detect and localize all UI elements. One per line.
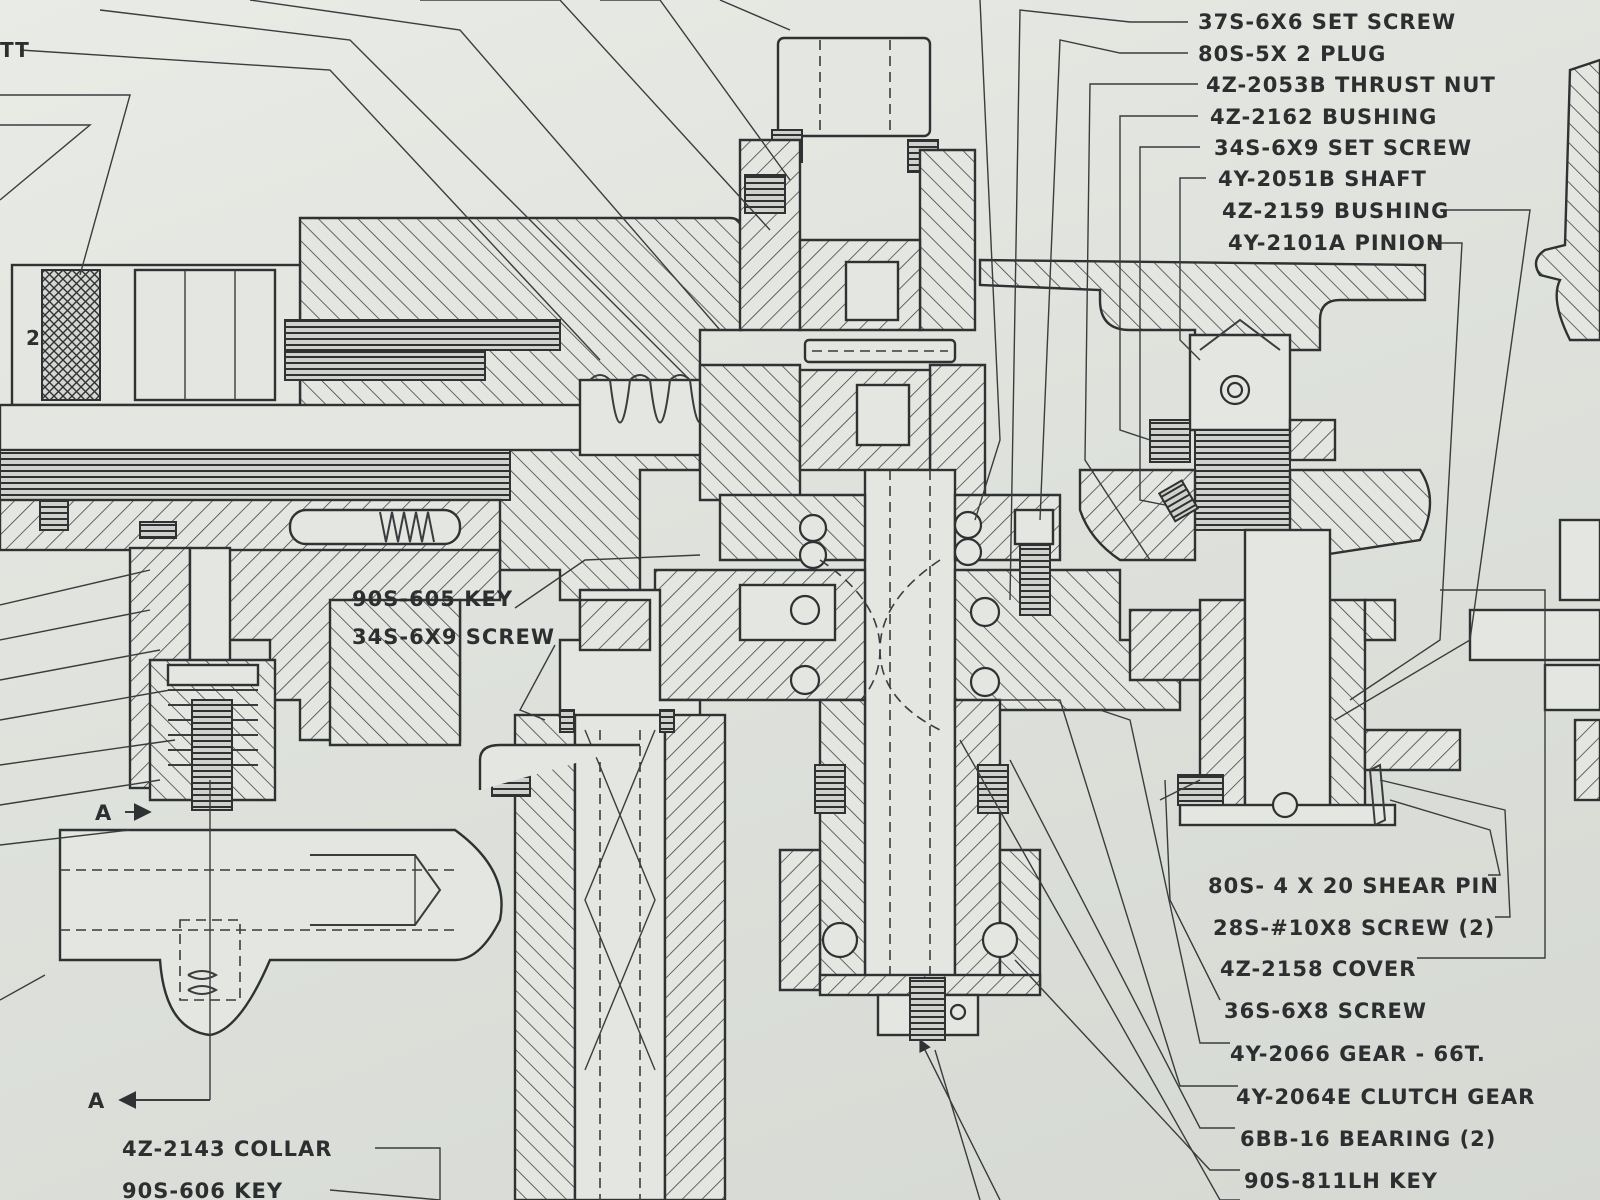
center-column [478, 588, 727, 1200]
label-plug-80s: 80S-5X 2 PLUG [1198, 42, 1386, 66]
spindle-shaft [863, 468, 957, 992]
label-gear-66t: 4Y-2066 GEAR - 66T. [1230, 1042, 1486, 1066]
label-screw-34s: 34S-6X9 SCREW [352, 625, 555, 649]
label-partial-tt: TT [0, 38, 30, 62]
section-marker-a-lower: A [88, 1089, 105, 1113]
label-key-605: 90S-605 KEY [352, 587, 513, 611]
callout-labels: 37S-6X6 SET SCREW 80S-5X 2 PLUG 4Z-2053B… [0, 10, 1535, 1200]
label-key-811: 90S-811LH KEY [1244, 1169, 1438, 1193]
label-partial-2: 2 [26, 326, 41, 350]
right-pinion-assembly [978, 258, 1462, 827]
label-shaft: 4Y-2051B SHAFT [1218, 167, 1427, 191]
label-pinion: 4Y-2101A PINION [1228, 231, 1444, 255]
label-collar: 4Z-2143 COLLAR [122, 1137, 332, 1161]
far-right-partial [1468, 58, 1600, 802]
label-cover: 4Z-2158 COVER [1220, 957, 1416, 981]
label-bearing: 6BB-16 BEARING (2) [1240, 1127, 1496, 1151]
leader-lines [0, 0, 1546, 1200]
left-feed-assembly [0, 216, 792, 1100]
label-bushing-2159: 4Z-2159 BUSHING [1222, 199, 1449, 223]
plunger [191, 699, 233, 811]
label-thrust-nut: 4Z-2053B THRUST NUT [1206, 73, 1496, 97]
knurled-knob [41, 269, 101, 401]
label-bushing-2162: 4Z-2162 BUSHING [1210, 105, 1437, 129]
lead-screw [0, 449, 511, 501]
section-marker-a-upper: A [95, 801, 112, 825]
label-shear-pin: 80S- 4 X 20 SHEAR PIN [1208, 874, 1499, 898]
label-set-screw-37s: 37S-6X6 SET SCREW [1198, 10, 1456, 34]
label-set-screw-34s: 34S-6X9 SET SCREW [1214, 136, 1472, 160]
label-key-606: 90S-606 KEY [122, 1179, 283, 1200]
label-clutch-gear: 4Y-2064E CLUTCH GEAR [1236, 1085, 1535, 1109]
label-screw-36s: 36S-6X8 SCREW [1224, 999, 1427, 1023]
label-screw-28s: 28S-#10X8 SCREW (2) [1213, 916, 1495, 940]
center-spindle-assembly [653, 36, 1182, 1041]
thrust-nut-thread [1194, 429, 1291, 531]
